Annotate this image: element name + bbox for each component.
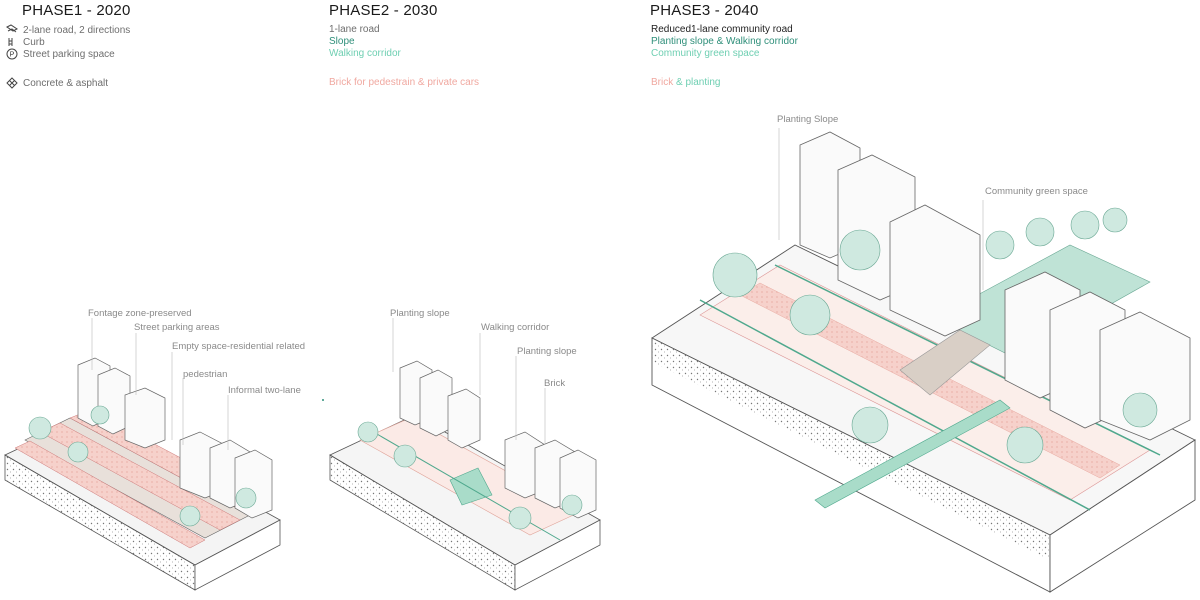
road-icon (6, 24, 18, 36)
legend2-walking: Walking corridor (329, 48, 401, 59)
legend2-slope: Slope (329, 36, 355, 47)
legend-parking-text: Street parking space (23, 48, 115, 60)
annot2-planting-slope-b: Planting slope (517, 346, 577, 357)
legend-hatch-text: Concrete & asphalt (23, 77, 109, 89)
annot-street-parking: Street parking areas (134, 322, 220, 333)
legend3-planting-word: & planting (673, 77, 721, 88)
annot-empty-space: Empty space-residential related (172, 341, 306, 352)
legend2-brick: Brick for pedestrain & private cars (329, 77, 480, 88)
legend3-brick-planting: Brick & planting (651, 77, 721, 88)
phase2-diagram (322, 318, 601, 591)
parking-icon: P (6, 48, 18, 60)
annot-frontage: Fontage zone-preserved (88, 308, 192, 319)
legend3-community-green: Community green space (651, 48, 760, 59)
legend3-planting-walking: Planting slope & Walking corridor (651, 36, 798, 47)
curb-icon (6, 36, 18, 48)
phase3-title: PHASE3 - 2040 (650, 2, 759, 19)
annot2-planting-slope-a: Planting slope (390, 308, 450, 319)
phase2-title: PHASE2 - 2030 (329, 2, 438, 19)
annot2-walking-corridor: Walking corridor (481, 322, 550, 333)
annot3-community-green: Community green space (985, 186, 1088, 197)
annot-informal-two-lane: Informal two-lane (228, 385, 301, 396)
legend-parking: P Street parking space (6, 48, 115, 60)
legend-curb-text: Curb (23, 36, 45, 48)
legend-curb: Curb (6, 36, 45, 48)
legend-road: 2-lane road, 2 directions (6, 24, 130, 36)
hatch-icon (6, 77, 18, 89)
legend3-road: Reduced1-lane community road (651, 24, 793, 35)
annot2-brick: Brick (544, 378, 566, 389)
svg-text:P: P (10, 52, 15, 59)
annot-pedestrian: pedestrian (183, 369, 228, 380)
phase3-diagram (651, 128, 1196, 593)
legend-hatch: Concrete & asphalt (6, 77, 108, 89)
annot3-planting-slope: Planting Slope (777, 114, 839, 125)
legend-road-text: 2-lane road, 2 directions (23, 24, 131, 36)
legend3-brick-word: Brick (651, 77, 674, 88)
phase1-diagram (4, 318, 281, 591)
legend2-road: 1-lane road (329, 24, 380, 35)
phase1-title: PHASE1 - 2020 (22, 2, 131, 19)
